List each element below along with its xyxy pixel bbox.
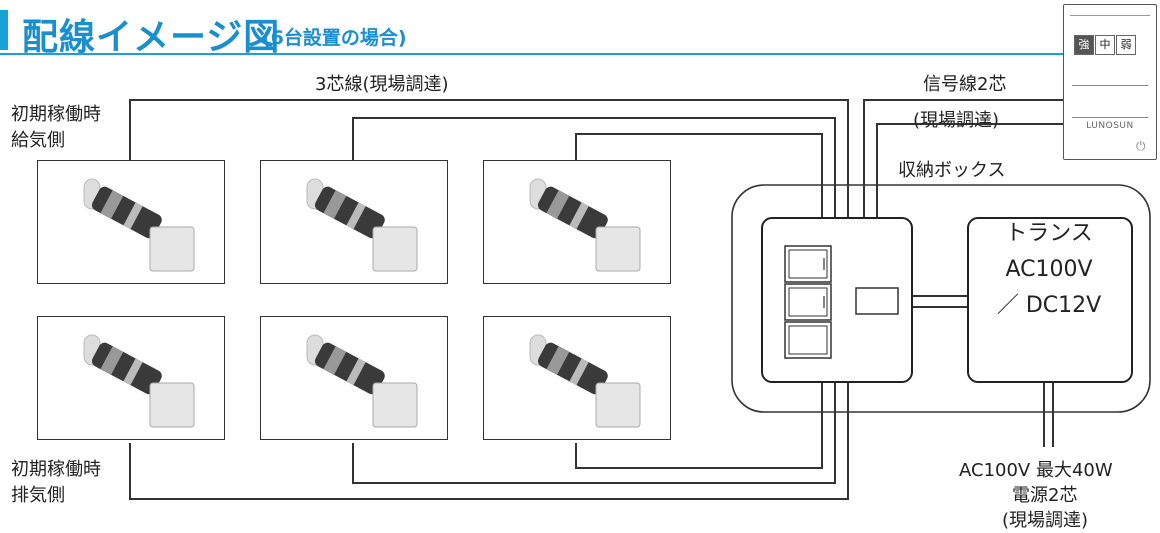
label-power-line2: 電源2芯 [1012,485,1078,506]
ventilator-unit-top-1 [37,160,225,284]
ventilator-icon [83,334,195,428]
label-exhaust-side-line1: 初期稼働時 [11,459,101,480]
wire-signal-b [876,123,1063,218]
wire-signal-a [863,99,1063,218]
rocker-switch-3 [784,321,832,359]
remote-brand-logo: LUNOSUN [1086,121,1134,131]
ventilator-icon [83,178,195,272]
ventilator-unit-top-3 [483,160,671,284]
remote-divider-2 [1072,117,1148,118]
remote-button-medium[interactable]: 中 [1095,35,1115,55]
label-power-line1: AC100V 最大40W [959,460,1113,481]
wire-inner-bottom [575,382,823,469]
rocker-switch-2 [784,283,832,321]
rocker-switch-1 [784,245,832,283]
remote-buttons: 強 中 弱 [1074,35,1137,55]
remote-top-bar [1070,15,1150,16]
ventilator-icon [306,334,418,428]
indicator-plate [855,287,899,315]
power-icon[interactable]: ⏻ [1136,139,1146,153]
remote-divider-1 [1072,85,1148,86]
ventilator-unit-bottom-1 [37,316,225,440]
label-power-line3: (現場調達) [1002,510,1089,531]
page-subtitle: (6台設置の場合) [262,27,407,49]
transformer-line3: ／ DC12V [996,293,1102,318]
wire-outer-bottom [129,382,849,500]
remote-button-weak[interactable]: 弱 [1116,35,1136,55]
label-supply-side-line1: 初期稼働時 [11,104,101,125]
label-signal-wire: 信号線2芯 [923,74,1007,95]
wire-middle-bottom [352,382,836,484]
transformer-box [967,217,1133,383]
title-accent-bar [0,10,8,50]
transformer-label: トランス AC100V ／ DC12V [970,216,1128,324]
transformer-line1: トランス [1005,221,1093,246]
ventilator-icon [306,178,418,272]
ventilator-icon [529,178,641,272]
ventilator-icon [529,334,641,428]
transformer-line2: AC100V [1005,257,1093,282]
wire-outer-top [129,99,849,218]
label-supply-side-line2: 給気側 [11,130,65,151]
ventilator-unit-bottom-3 [483,316,671,440]
ventilator-unit-bottom-2 [260,316,448,440]
label-3core-wire: 3芯線(現場調達) [315,74,449,95]
remote-button-strong[interactable]: 強 [1074,35,1094,55]
storage-box [731,184,1151,413]
label-exhaust-side-line2: 排気側 [11,485,65,506]
page-title: 配線イメージ図 [22,17,281,58]
wire-middle-top [352,117,836,218]
title-underline [0,53,1070,55]
label-signal-procure: (現場調達) [913,110,1000,131]
wire-inner-top [575,133,823,218]
remote-controller: 強 中 弱 LUNOSUN ⏻ [1063,4,1157,160]
label-storage-box: 収納ボックス [898,160,1006,181]
ventilator-unit-top-2 [260,160,448,284]
title-bar: 配線イメージ図 (6台設置の場合) [0,6,1070,58]
